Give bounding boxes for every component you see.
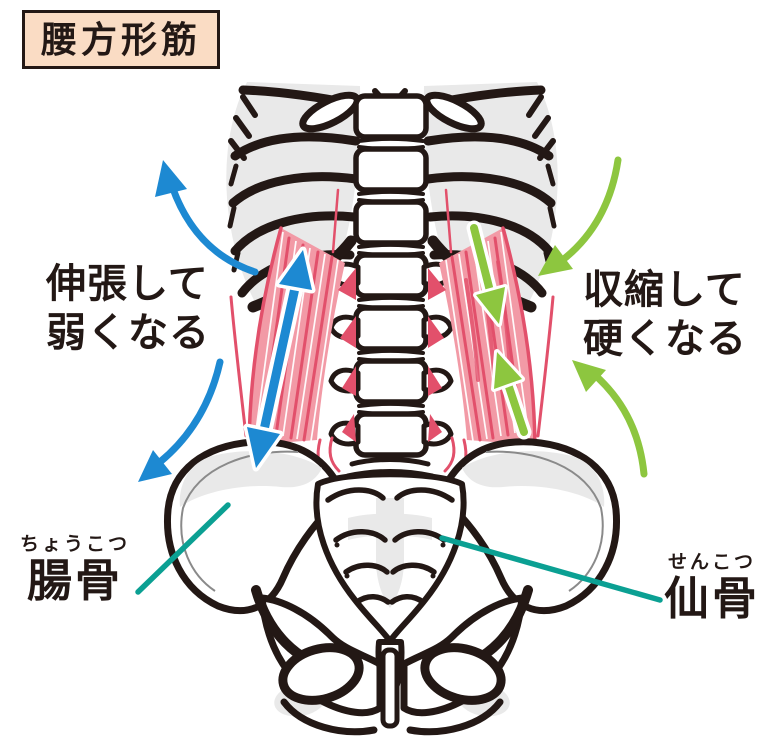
- pelvis: [167, 442, 616, 732]
- contract-curved-arrow-top-icon: [538, 156, 622, 276]
- ilium-label: ちょうこつ 腸骨: [20, 534, 130, 606]
- contract-curved-arrow-bottom-icon: [572, 360, 648, 478]
- contract-annotation: 収縮して 硬くなる: [583, 266, 747, 364]
- ilium-furigana: ちょうこつ: [20, 534, 131, 555]
- lumbar-spine: [328, 88, 454, 479]
- contract-annotation-line2: 硬くなる: [583, 317, 747, 361]
- stretch-annotation-line1: 伸張して: [46, 262, 209, 306]
- ilium-leader-line: [135, 502, 231, 595]
- title-badge: 腰方形筋: [22, 10, 221, 70]
- contract-arrow-up-icon: [491, 349, 532, 440]
- sacrum-bone: [313, 471, 467, 644]
- stretch-annotation-line2: 弱くなる: [46, 311, 210, 355]
- stretch-annotation: 伸張して 弱くなる: [46, 260, 210, 358]
- stretch-curved-arrow-top-icon: [155, 160, 259, 276]
- pubic-symphysis: [380, 647, 400, 729]
- contract-annotation-line1: 収縮して: [583, 268, 746, 312]
- ilium-name: 腸骨: [27, 555, 124, 606]
- stretch-curved-arrow-bottom-icon: [138, 358, 224, 482]
- title-text: 腰方形筋: [41, 19, 202, 60]
- stretch-double-arrow-icon: [243, 246, 316, 472]
- sacrum-name: 仙骨: [664, 573, 761, 624]
- sacrum-leader-line: [439, 535, 663, 603]
- sacrum-label: せんこつ 仙骨: [664, 552, 760, 624]
- sacrum-furigana: せんこつ: [668, 552, 757, 573]
- contract-arrow-down-icon: [466, 220, 508, 327]
